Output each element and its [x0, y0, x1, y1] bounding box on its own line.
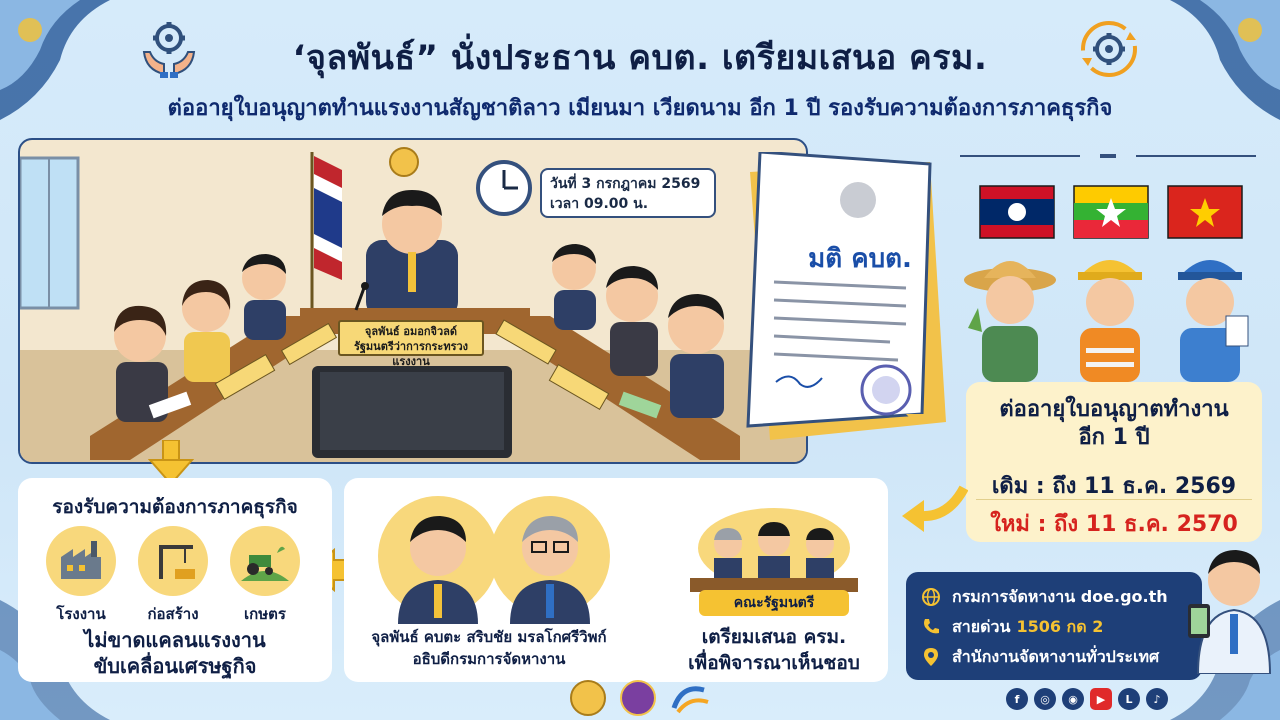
flag-laos-icon	[979, 185, 1055, 239]
no-labor-shortage-text: ไม่ขาดแคลนแรงงาน	[84, 628, 266, 652]
business-needs-panel: รองรับความต้องการภาคธุรกิจ โรงงาน ก่อสร้…	[18, 478, 332, 682]
ministry-seal-logo	[570, 680, 606, 716]
meeting-date: วันที่ 3 กรกฎาคม 2569	[550, 176, 701, 192]
permit-extension-box: ต่ออายุใบอนุญาตทำงาน อีก 1 ปี เดิม : ถึง…	[966, 382, 1262, 542]
page-title: ‘จุลพันธ์” นั่งประธาน คบต. เตรียมเสนอ คร…	[292, 38, 988, 78]
permit-title-line1: ต่ออายุใบอนุญาตทำงาน	[999, 397, 1229, 422]
meeting-scene: วันที่ 3 กรกฎาคม 2569 เวลา 09.00 น. จุลพ…	[18, 138, 808, 464]
official-with-phone-illustration	[1188, 550, 1272, 674]
sector-label: เกษตร	[244, 605, 286, 623]
document-title: มติ คบต.	[808, 244, 912, 274]
flag-myanmar-icon	[1073, 185, 1149, 239]
sector-label: โรงงาน	[56, 605, 106, 623]
chair-name: จุลพันธ์ อมอกจิวลด์	[364, 325, 458, 338]
globe-icon	[920, 586, 942, 608]
hotline-label: สายด่วน	[952, 616, 1011, 636]
flags-row	[979, 185, 1243, 239]
curved-arrow-icon	[902, 485, 968, 532]
facebook-icon[interactable]: f	[1006, 688, 1028, 710]
permit-title-line2: อีก 1 ปี	[1078, 425, 1150, 450]
doe-seal-logo	[620, 680, 656, 716]
chair-position: รัฐมนตรีว่าการกระทรวงแรงงาน	[353, 340, 469, 368]
crane-icon	[138, 526, 208, 596]
officials-names: จุลพันธ์ คบตะ สริบชัย มรลโกศรีวิพก์	[371, 628, 607, 646]
office-row: สำนักงานจัดหางานทั่วประเทศ	[920, 642, 1188, 672]
meeting-time: เวลา 09.00 น.	[550, 196, 649, 212]
cabinet-line1: เตรียมเสนอ ครม.	[701, 626, 847, 648]
youtube-icon[interactable]: ▶	[1090, 688, 1112, 710]
flag-vietnam-icon	[1167, 185, 1243, 239]
cabinet-proposal-text: เตรียมเสนอ ครม. เพื่อพิจารณาเห็นชอบ	[664, 624, 884, 676]
social-icons-row: f ◎ ◉ ▶ L ♪	[1006, 688, 1168, 714]
instagram-icon[interactable]: ◎	[1034, 688, 1056, 710]
hotline-row[interactable]: สายด่วน 1506 กด 2	[920, 612, 1188, 642]
officials-caption: จุลพันธ์ คบตะ สริบชัย มรลโกศรีวิพก์ อธิบ…	[344, 626, 634, 670]
website-row[interactable]: กรมการจัดหางาน doe.go.th	[920, 582, 1188, 612]
tractor-icon	[230, 526, 300, 596]
meeting-date-box: วันที่ 3 กรกฎาคม 2569 เวลา 09.00 น.	[540, 168, 716, 218]
sector-agriculture: เกษตร	[230, 526, 300, 626]
corner-ornament-top-right	[1170, 0, 1280, 120]
location-pin-icon	[920, 646, 942, 668]
resolution-document	[746, 152, 946, 440]
drive-economy-text: ขับเคลื่อนเศรษฐกิจ	[93, 654, 257, 678]
sector-label: ก่อสร้าง	[147, 605, 199, 623]
sector-factory: โรงงาน	[46, 526, 116, 626]
cabinet-line2: เพื่อพิจารณาเห็นชอบ	[688, 652, 860, 674]
permit-new-date: ใหม่ : ถึง 11 ธ.ค. 2570	[990, 512, 1238, 537]
website-text: กรมการจัดหางาน doe.go.th	[952, 586, 1168, 606]
factory-icon	[46, 526, 116, 596]
permit-title: ต่ออายุใบอนุญาตทำงาน อีก 1 ปี	[966, 396, 1262, 452]
officials-panel: จุลพันธ์ คบตะ สริบชัย มรลโกศรีวิพก์ อธิบ…	[344, 478, 888, 682]
contact-box: กรมการจัดหางาน doe.go.th สายด่วน 1506 กด…	[906, 572, 1202, 680]
officials-illustration	[378, 496, 610, 624]
tiktok-icon[interactable]: ♪	[1146, 688, 1168, 710]
business-title: รองรับความต้องการภาคธุรกิจ	[52, 496, 298, 518]
cabinet-tag: คณะรัฐมนตรี	[699, 590, 849, 616]
corner-ornament-top-left	[0, 0, 110, 120]
hotline-number: 1506 กด 2	[1016, 616, 1104, 636]
footer-logos	[570, 680, 709, 716]
sector-construction: ก่อสร้าง	[138, 526, 208, 626]
meeting-illustration	[20, 147, 806, 462]
line-icon[interactable]: L	[1118, 688, 1140, 710]
cabinet-illustration	[690, 508, 858, 592]
doe-swoosh-logo	[671, 686, 709, 714]
ornament-divider	[960, 154, 1256, 158]
phone-icon	[920, 616, 942, 638]
officials-role: อธิบดีกรมการจัดหางาน	[412, 650, 566, 668]
gear-hands-icon	[142, 22, 196, 78]
website-globe-icon[interactable]: ◉	[1062, 688, 1084, 710]
workers-illustration	[964, 260, 1249, 382]
arrow-down-icon	[148, 440, 194, 486]
office-text: สำนักงานจัดหางานทั่วประเทศ	[952, 646, 1160, 666]
chair-nameplate: จุลพันธ์ อมอกจิวลด์ รัฐมนตรีว่าการกระทรว…	[338, 320, 484, 368]
permit-separator	[976, 499, 1252, 500]
permit-old-date: เดิม : ถึง 11 ธ.ค. 2569	[991, 474, 1237, 499]
gear-refresh-icon	[1081, 21, 1137, 77]
page-subtitle: ต่ออายุใบอนุญาตทำนแรงงานสัญชาติลาว เมียน…	[167, 96, 1113, 121]
